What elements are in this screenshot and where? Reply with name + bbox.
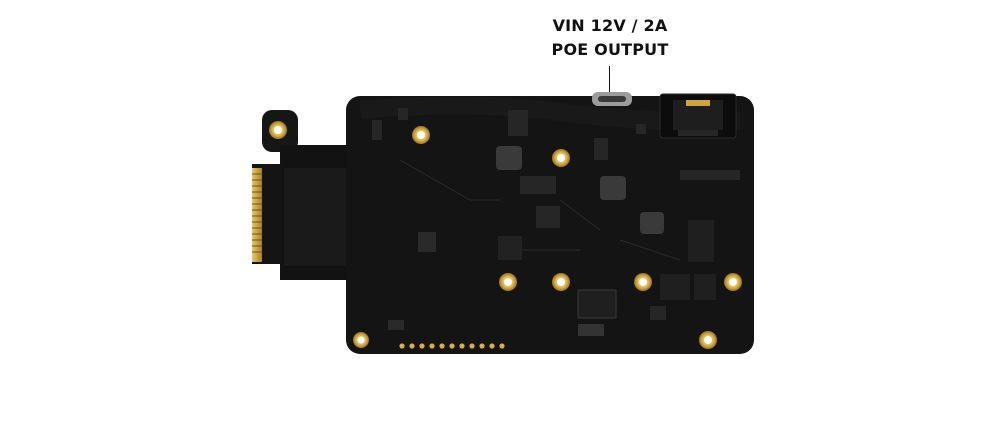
pcb-traces bbox=[399, 159, 681, 261]
rj45-jack-icon bbox=[659, 93, 737, 139]
smd-components bbox=[372, 108, 740, 336]
inductor-chips bbox=[496, 146, 664, 234]
callout-leader-line bbox=[609, 66, 610, 96]
mounting-holes bbox=[353, 126, 742, 349]
flex-ribbon-connector bbox=[252, 110, 354, 280]
gpio-pad-row bbox=[399, 343, 505, 349]
callout-vin-label: VIN 12V / 2A bbox=[552, 16, 668, 35]
power-callout: VIN 12V / 2A POE OUTPUT bbox=[540, 14, 680, 62]
usb-c-port-icon bbox=[592, 92, 632, 106]
gold-edge-fingers bbox=[252, 168, 262, 262]
callout-poe-label: POE OUTPUT bbox=[551, 40, 669, 59]
